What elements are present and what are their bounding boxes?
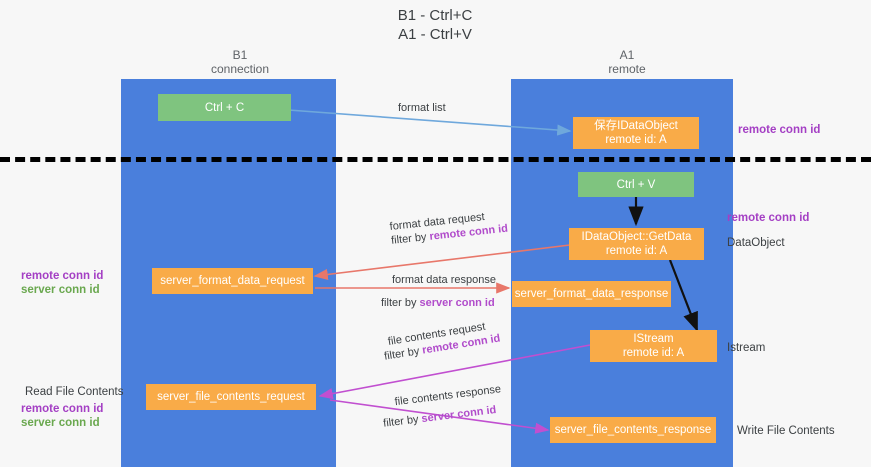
column-b1-role: connection [210,62,270,76]
filter-by-prefix-1: filter by [390,230,431,247]
node-server-format-data-request[interactable]: server_format_data_request [152,268,313,294]
node-save-idataobject[interactable]: 保存IDataObject remote id: A [573,117,699,149]
node-server-file-contents-response[interactable]: server_file_contents_response [550,417,716,443]
title-line-1: B1 - Ctrl+C [397,7,473,24]
title-line-2: A1 - Ctrl+V [398,26,472,43]
annotation-right-top-remote-conn-id: remote conn id [738,123,820,137]
node-idataobject-getdata-remote-id: remote id: A [605,245,668,257]
column-b1-name: B1 [232,48,248,62]
annotation-server-conn-id-1: server conn id [21,284,100,296]
annotation-left-bottom-conn-ids: remote conn id server conn id [21,402,103,430]
annotation-dataobject-label: DataObject [727,237,785,249]
node-idataobject-getdata[interactable]: IDataObject::GetData remote id: A [569,228,704,260]
arrow-file-contents-request [318,344,591,400]
annotation-read-file-contents-label: Read File Contents [25,386,124,398]
filter-key-server-conn-id-1: server conn id [419,297,495,309]
annotation-read-file-contents: Read File Contents [25,385,123,399]
annotation-remote-conn-id-4: remote conn id [21,403,104,415]
column-header-b1: B1 connection [140,48,340,76]
annotation-remote-conn-id-1: remote conn id [738,124,821,136]
annotation-istream: Istream [727,341,765,355]
edge-label-format-data-response: format data response filter by server co… [381,273,496,310]
arrow-file-contents-response [329,399,550,434]
node-server-format-data-response[interactable]: server_format_data_response [512,281,671,307]
node-server-file-contents-request-label: server_file_contents_request [157,391,305,403]
node-idataobject-getdata-label: IDataObject::GetData [581,231,692,243]
node-ctrl-v-label: Ctrl + V [616,178,656,191]
annotation-remote-conn-id-2: remote conn id [727,212,810,224]
node-istream-label: IStream [633,333,674,345]
column-a1-name: A1 [619,48,635,62]
edge-label-format-list-top: format list [398,102,446,114]
annotation-remote-conn-id-3: remote conn id [21,270,104,282]
node-ctrl-c[interactable]: Ctrl + C [158,94,291,121]
node-istream-remote-id: remote id: A [622,347,685,359]
arrow-format-data-request [313,243,579,281]
phase-separator [0,157,871,162]
edge-label-format-data-response-bottom: filter by server conn id [381,296,496,310]
node-server-format-data-request-label: server_format_data_request [160,275,305,287]
node-ctrl-v[interactable]: Ctrl + V [578,172,694,197]
node-server-file-contents-request[interactable]: server_file_contents_request [146,384,316,410]
annotation-write-file-contents: Write File Contents [737,424,835,438]
annotation-server-conn-id-2: server conn id [21,417,100,429]
annotation-write-file-contents-label: Write File Contents [737,425,835,437]
node-save-idataobject-remote-id: remote id: A [605,134,667,146]
edge-label-format-list: format list [398,101,446,115]
annotation-left-mid-conn-ids: remote conn id server conn id [21,269,103,297]
column-header-a1: A1 remote [527,48,727,76]
diagram-title: B1 - Ctrl+C A1 - Ctrl+V [335,6,535,44]
annotation-right-mid-remote-conn-id: remote conn id [727,211,809,225]
column-a1-role: remote [608,62,646,76]
node-server-format-data-response-label: server_format_data_response [514,288,669,300]
annotation-dataobject: DataObject [727,236,785,250]
node-server-file-contents-response-label: server_file_contents_response [554,424,712,436]
edge-label-format-data-response-top: format data response [392,274,496,286]
arrow-format-list [274,108,572,136]
filter-by-prefix-2: filter by [381,297,420,309]
node-save-idataobject-label: 保存IDataObject [594,120,678,132]
arrow-getdata-to-istream [668,259,699,333]
node-istream[interactable]: IStream remote id: A [590,330,717,362]
node-ctrl-c-label: Ctrl + C [204,101,245,114]
annotation-istream-label: Istream [727,342,766,354]
